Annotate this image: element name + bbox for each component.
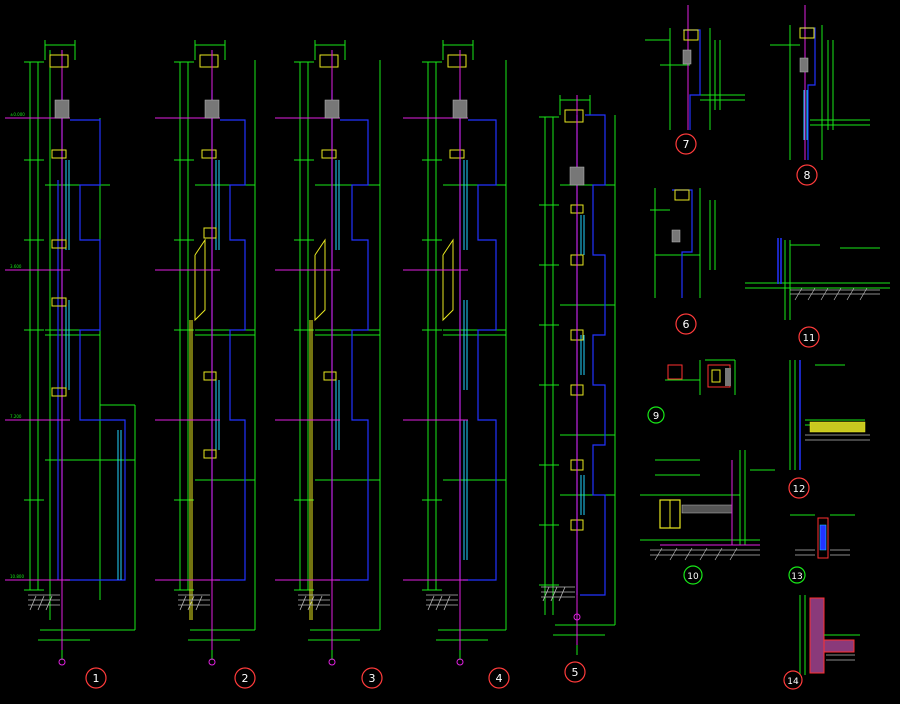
wall-section-1: ±0.000 3.600 7.200 10.800 bbox=[5, 40, 136, 666]
detail-label-7: 7 bbox=[675, 133, 697, 155]
detail-label-8-text: 8 bbox=[804, 169, 811, 182]
elevation-label-4-text: 4 bbox=[496, 672, 503, 685]
detail-label-8: 8 bbox=[796, 164, 818, 186]
svg-text:10.800: 10.800 bbox=[10, 574, 24, 579]
elevation-label-3-text: 3 bbox=[369, 672, 376, 685]
elevation-label-1: 1 bbox=[85, 667, 107, 689]
detail-label-6-text: 6 bbox=[683, 318, 690, 331]
detail-label-11-text: 11 bbox=[803, 333, 816, 344]
wall-section-5 bbox=[539, 95, 616, 655]
detail-label-9: 9 bbox=[647, 406, 665, 424]
detail-13 bbox=[790, 514, 855, 559]
detail-label-13-text: 13 bbox=[791, 572, 802, 582]
detail-label-12-text: 12 bbox=[793, 484, 806, 495]
detail-14 bbox=[799, 595, 860, 675]
detail-label-10: 10 bbox=[683, 565, 703, 585]
elevation-label-3: 3 bbox=[361, 667, 383, 689]
elevation-label-2: 2 bbox=[234, 667, 256, 689]
detail-label-11: 11 bbox=[798, 326, 820, 348]
wall-section-2 bbox=[155, 40, 256, 666]
svg-text:3.600: 3.600 bbox=[10, 264, 22, 269]
detail-label-14-text: 14 bbox=[787, 677, 799, 687]
elevation-label-5: 5 bbox=[564, 661, 586, 683]
detail-label-9-text: 9 bbox=[653, 411, 659, 422]
detail-11 bbox=[745, 238, 890, 320]
detail-label-10-text: 10 bbox=[687, 572, 699, 582]
detail-label-14: 14 bbox=[783, 670, 803, 690]
detail-label-6: 6 bbox=[675, 313, 697, 335]
detail-label-12: 12 bbox=[788, 477, 810, 499]
detail-label-7-text: 7 bbox=[683, 138, 690, 151]
elevation-label-5-text: 5 bbox=[572, 666, 579, 679]
detail-label-13: 13 bbox=[788, 566, 806, 584]
detail-8 bbox=[770, 5, 870, 160]
elevation-label-4: 4 bbox=[488, 667, 510, 689]
elevation-label-2-text: 2 bbox=[242, 672, 249, 685]
detail-7 bbox=[645, 5, 745, 130]
wall-section-4 bbox=[403, 40, 507, 666]
detail-10 bbox=[640, 450, 775, 561]
elevation-label-1-text: 1 bbox=[93, 672, 100, 685]
detail-12 bbox=[789, 360, 870, 470]
svg-text:7.200: 7.200 bbox=[10, 414, 22, 419]
detail-6 bbox=[650, 188, 716, 298]
wall-section-3 bbox=[275, 40, 381, 666]
detail-9 bbox=[665, 359, 736, 395]
svg-text:±0.000: ±0.000 bbox=[10, 112, 25, 117]
